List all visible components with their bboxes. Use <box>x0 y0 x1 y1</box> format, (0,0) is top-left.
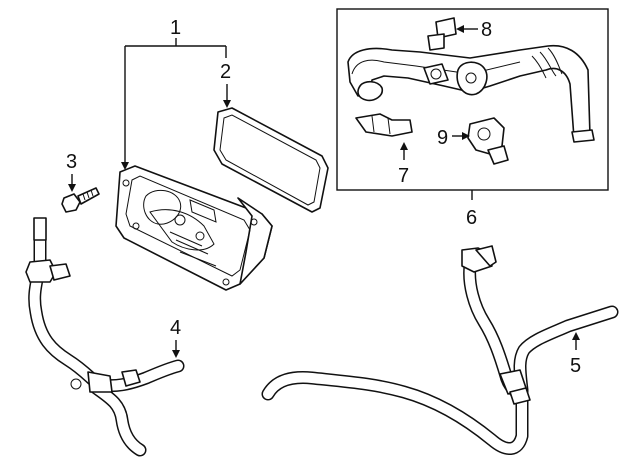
callout-2-number: 2 <box>220 61 231 83</box>
callout-2-arrow <box>223 100 231 108</box>
coolant-pipe <box>347 44 595 143</box>
callout-7-arrow <box>400 142 408 150</box>
part-6-box <box>336 8 609 191</box>
callout-4: 4 <box>170 317 181 358</box>
sensor-7 <box>355 113 413 137</box>
callout-6: 6 <box>466 190 477 229</box>
callout-1-number: 1 <box>170 17 181 39</box>
callout-7-number: 7 <box>398 165 409 187</box>
callout-8-number: 8 <box>481 19 492 41</box>
valve-9 <box>467 117 509 165</box>
callout-9-number: 9 <box>437 127 448 149</box>
callout-2: 2 <box>220 61 231 108</box>
callout-9: 9 <box>437 127 470 149</box>
gasket <box>213 107 329 213</box>
callout-3-arrow <box>68 184 76 192</box>
left-hose <box>25 217 185 457</box>
callout-5-number: 5 <box>570 355 581 377</box>
callout-6-number: 6 <box>466 207 477 229</box>
callout-4-arrow <box>172 350 180 358</box>
sensor-8 <box>427 17 457 51</box>
callout-3: 3 <box>66 151 77 192</box>
callout-5: 5 <box>570 332 581 377</box>
callout-8: 8 <box>456 19 492 41</box>
callout-1-leader <box>124 38 227 168</box>
callout-8-arrow <box>456 25 464 33</box>
callout-7: 7 <box>398 142 409 187</box>
callout-5-arrow <box>572 332 580 340</box>
bolt <box>61 187 100 213</box>
callout-3-number: 3 <box>66 151 77 173</box>
cooler-module <box>115 165 273 291</box>
callout-1-arrow <box>121 162 129 170</box>
callout-4-number: 4 <box>170 317 181 339</box>
right-hose <box>261 245 619 455</box>
callout-9-arrow <box>462 132 470 140</box>
callout-1: 1 <box>121 17 227 170</box>
